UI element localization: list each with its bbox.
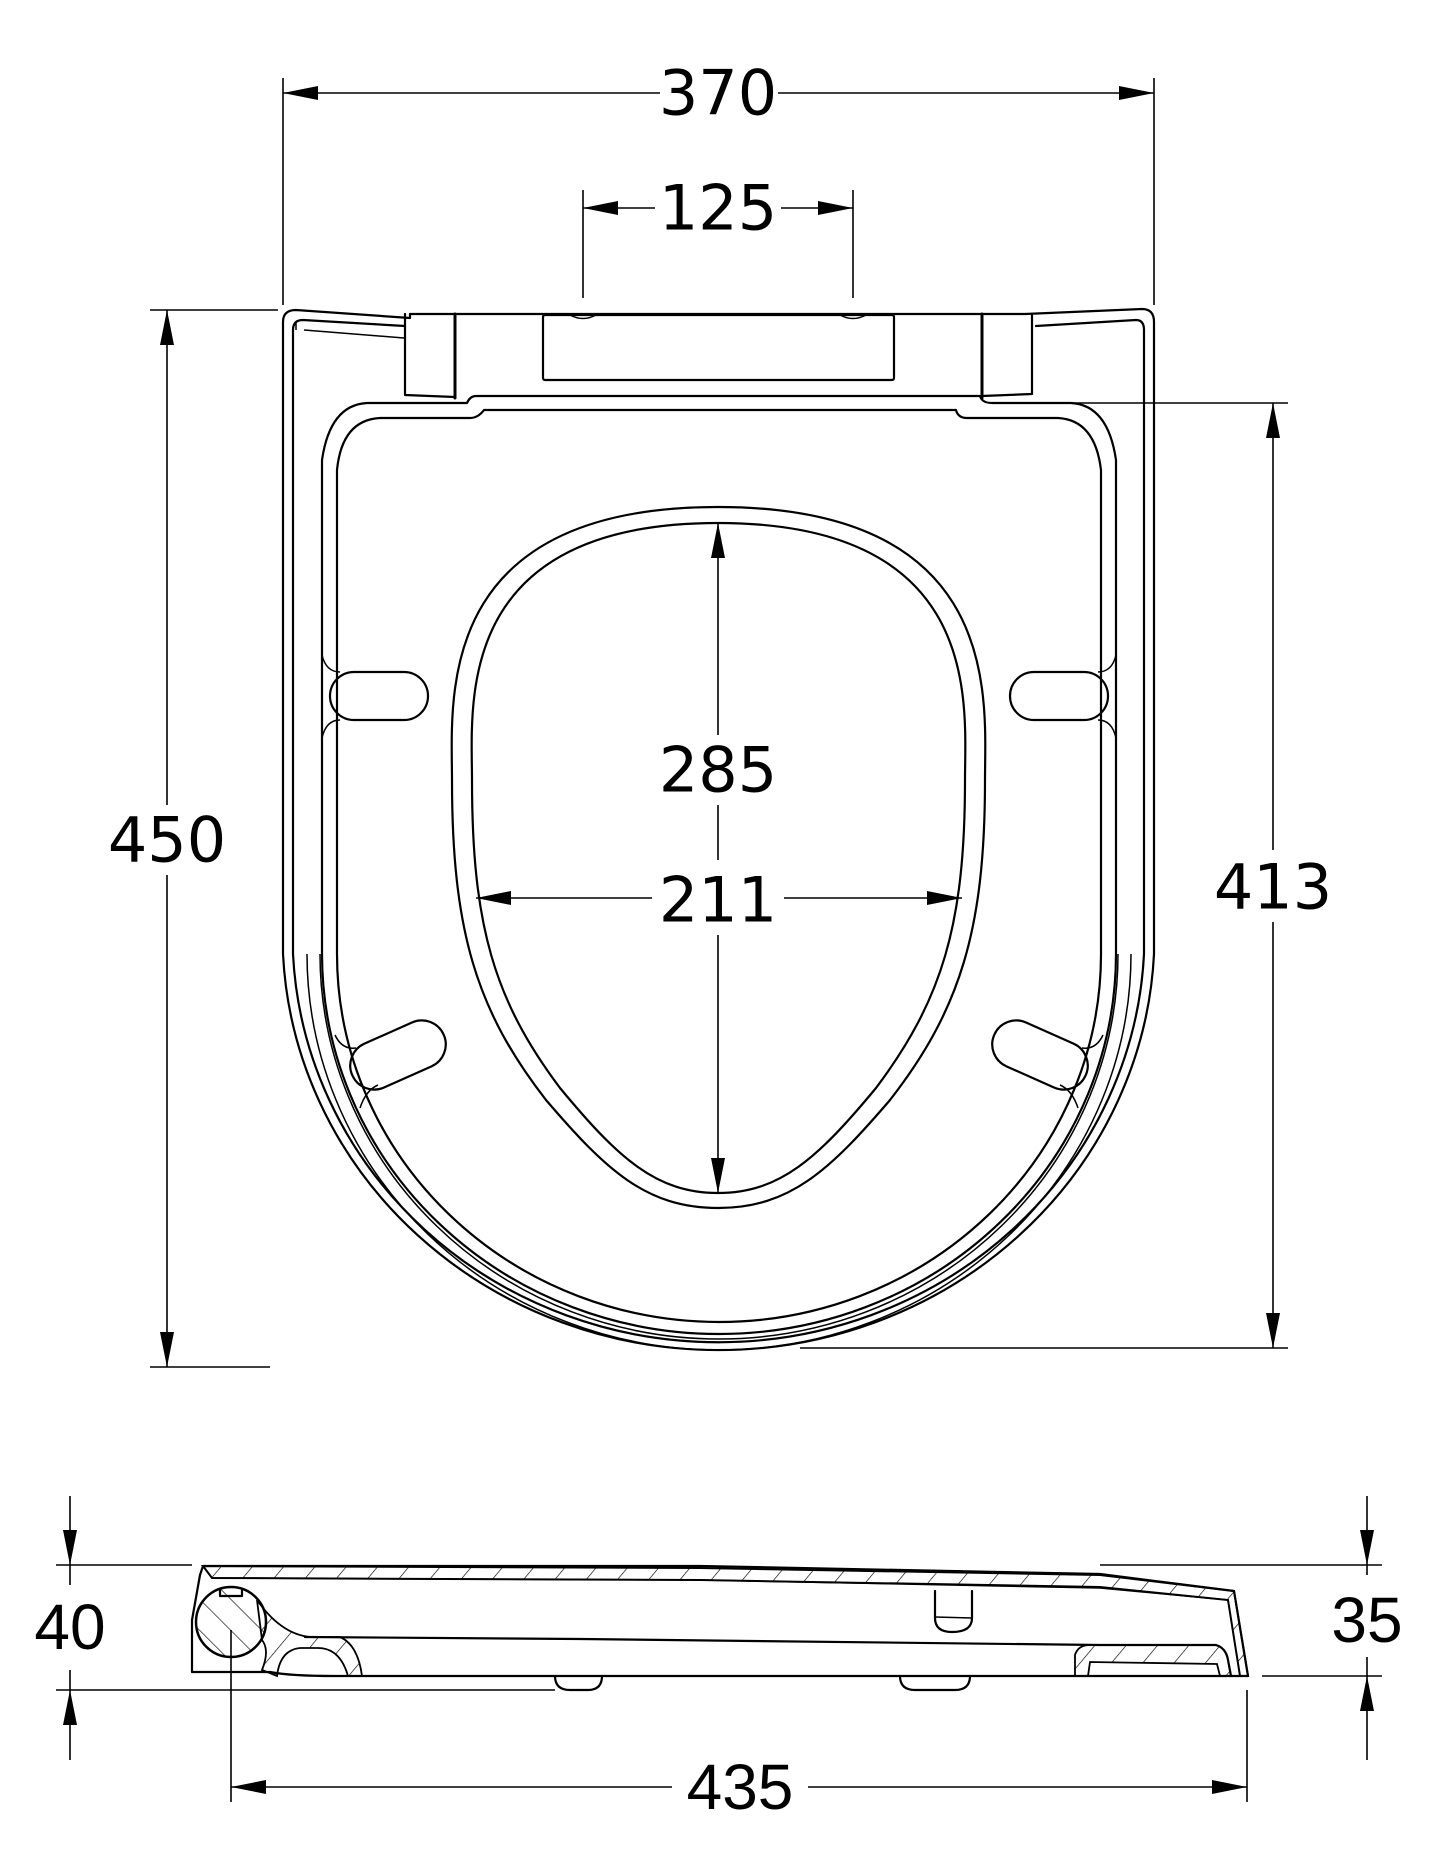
- seat-outer-contour-2: [291, 318, 1146, 1344]
- slot-lower-left: [349, 1019, 447, 1091]
- left-hinge-post: [403, 312, 457, 399]
- seat-outer-outline: [281, 307, 1156, 1352]
- label-height-rear: 40: [34, 1591, 105, 1663]
- seat-rim-contour-2: [319, 953, 1119, 1340]
- hinge-hole-left: [569, 314, 597, 320]
- dimension-lid-length: 413: [800, 402, 1332, 1349]
- label-lid-length: 413: [1214, 851, 1332, 924]
- dimension-height-front: 35: [1100, 1496, 1403, 1760]
- lid-inner-outline: [320, 394, 1118, 1336]
- dimension-opening-width: 211: [476, 864, 962, 937]
- foot-right: [898, 1674, 972, 1692]
- label-opening-width: 211: [659, 864, 777, 937]
- hinge-hole-right: [839, 314, 867, 320]
- right-hinge-post: [980, 312, 1034, 398]
- hinge-block: [541, 313, 896, 382]
- label-overall-width: 370: [659, 57, 777, 130]
- foot-left: [553, 1674, 604, 1692]
- dimension-opening-length: 285: [659, 523, 777, 1193]
- dimension-overall-length: 450: [108, 309, 278, 1368]
- dimension-overall-depth: 435: [230, 1630, 1248, 1823]
- side-outer-outline: [190, 1564, 1250, 1678]
- dimension-hinge-centres: 125: [582, 172, 854, 298]
- dimension-height-rear: 40: [34, 1496, 555, 1760]
- lid-inner-outline-2: [335, 408, 1103, 1324]
- label-overall-depth: 435: [687, 1751, 794, 1823]
- label-overall-length: 450: [108, 804, 226, 877]
- label-height-front: 35: [1331, 1584, 1402, 1656]
- dimension-overall-width: 370: [282, 57, 1155, 305]
- slot-lower-right: [991, 1019, 1089, 1091]
- front-pocket: [1074, 1644, 1233, 1677]
- seat-rim-contour: [306, 953, 1132, 1351]
- side-view: [190, 1564, 1250, 1692]
- plan-view: [281, 307, 1156, 1352]
- slot-upper-left: [321, 654, 430, 739]
- label-opening-length: 285: [659, 734, 777, 807]
- opening-outer-edge: [450, 505, 987, 1210]
- label-hinge-centres: 125: [659, 172, 777, 245]
- buffer-stud: [933, 1589, 974, 1634]
- slot-upper-right: [1008, 654, 1117, 739]
